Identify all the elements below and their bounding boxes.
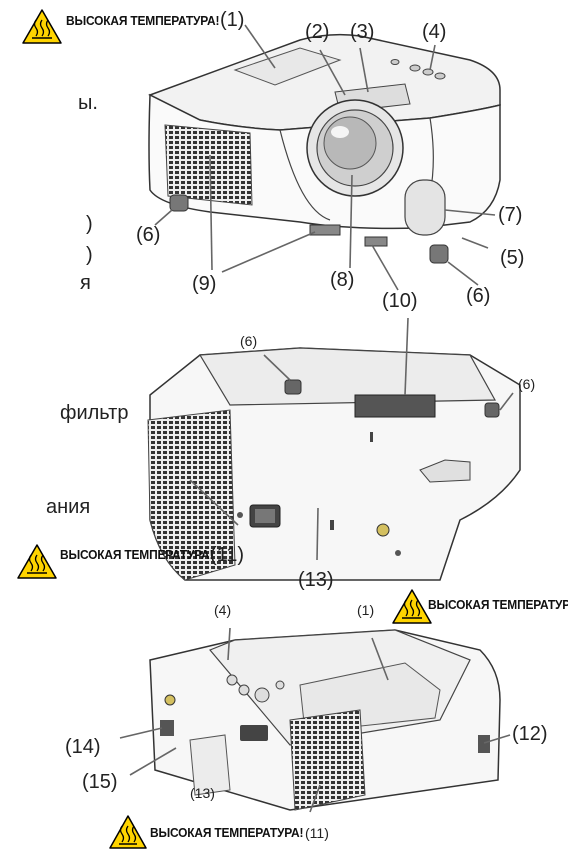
- part-label-12: (12): [512, 723, 548, 745]
- part-label-4: (4): [422, 21, 447, 43]
- text-fragment: ания: [46, 496, 91, 518]
- part-label-9: (9): [192, 273, 217, 295]
- part-label-11: (11): [210, 544, 245, 566]
- text-fragment: ): [86, 213, 93, 235]
- part-label-3: (3): [350, 21, 375, 43]
- part-label-1: (1): [357, 602, 375, 618]
- warning-text-mid: ВЫСОКАЯ ТЕМПЕРАТУРА!: [60, 547, 214, 562]
- part-label-6: (6): [136, 224, 161, 246]
- projector-rear-view: [119, 627, 511, 813]
- hot-surface-warning-icon: [22, 9, 62, 44]
- part-label-5: (5): [500, 247, 525, 269]
- part-label-4: (4): [214, 602, 232, 618]
- text-fragment: ): [86, 244, 93, 266]
- text-fragment: я: [80, 272, 91, 294]
- projector-bottom-view: [147, 317, 521, 581]
- projector-front-view: [148, 24, 501, 291]
- part-label-6: (6): [240, 333, 258, 349]
- part-label-2: (2): [305, 21, 330, 43]
- warning-text-bottom: ВЫСОКАЯ ТЕМПЕРАТУРА!: [150, 825, 304, 840]
- warning-text-top: ВЫСОКАЯ ТЕМПЕРАТУРА!: [66, 13, 220, 28]
- part-label-6: (6): [466, 285, 491, 307]
- part-label-13: (13): [190, 785, 215, 801]
- text-fragment: фильтр: [60, 402, 129, 424]
- hot-surface-warning-icon: [392, 589, 432, 624]
- text-fragment: ы.: [78, 92, 98, 114]
- part-label-1: (1): [220, 9, 245, 31]
- part-label-6: (6): [518, 376, 536, 392]
- part-label-8: (8): [330, 269, 355, 291]
- part-label-7: (7): [498, 204, 523, 226]
- part-label-10: (10): [382, 290, 418, 312]
- hot-surface-warning-icon: [17, 544, 57, 579]
- hot-surface-warning-icon: [109, 815, 147, 849]
- part-label-15: (15): [82, 771, 118, 793]
- part-label-13: (13): [298, 569, 334, 591]
- part-label-14: (14): [65, 736, 101, 758]
- part-label-11: (11): [305, 825, 329, 841]
- warning-text-right: ВЫСОКАЯ ТЕМПЕРАТУРА!: [428, 597, 568, 612]
